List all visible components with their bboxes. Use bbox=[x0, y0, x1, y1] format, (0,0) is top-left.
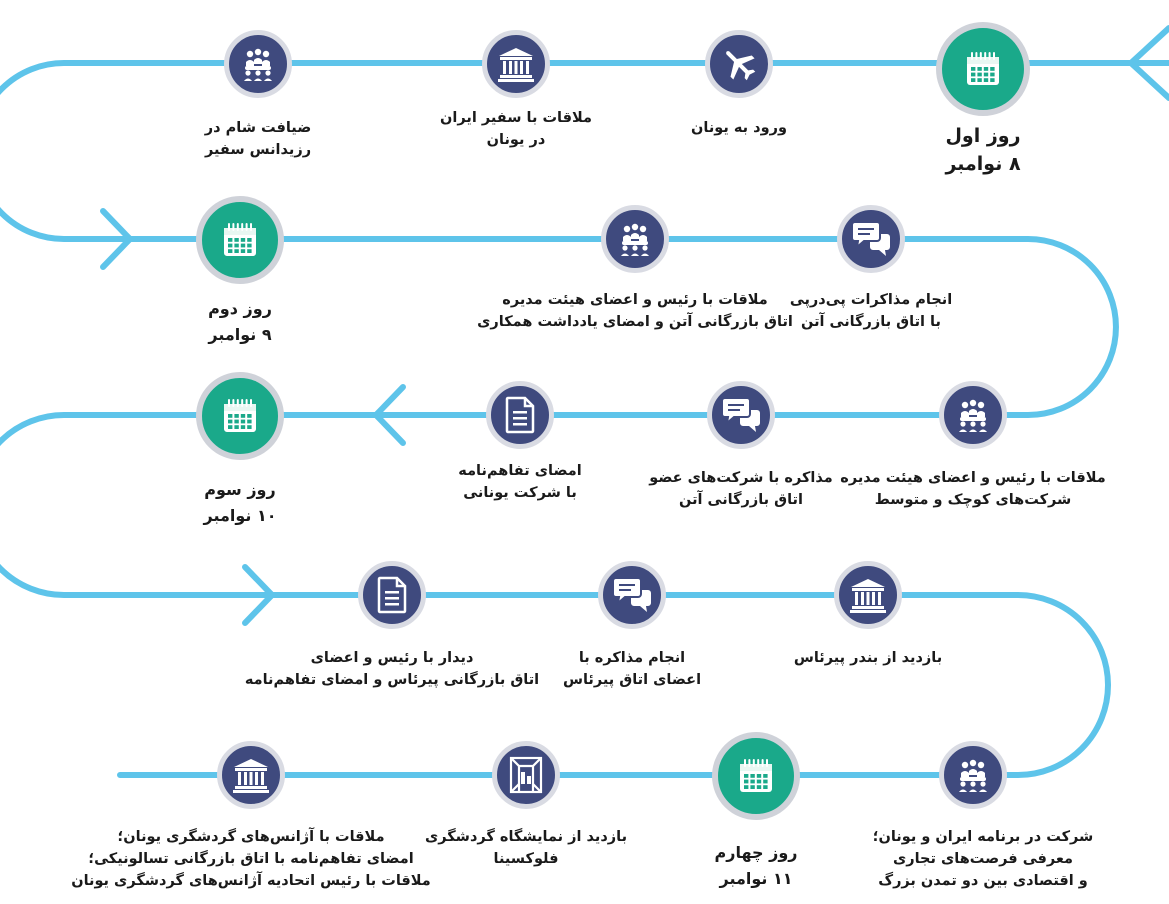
people-icon bbox=[953, 397, 993, 433]
event-13-label: بازدید از نمایشگاه گردشگری فلوکسینا bbox=[406, 826, 646, 870]
event-text-line: شرکت‌های کوچک و متوسط bbox=[874, 492, 1072, 508]
day-3-node bbox=[196, 372, 284, 460]
event-text-line: در یونان bbox=[486, 132, 546, 148]
people-icon bbox=[238, 46, 278, 82]
event-3-node bbox=[224, 30, 292, 98]
event-text-line: دیدار با رئیس و اعضای bbox=[310, 650, 474, 666]
building-icon bbox=[849, 577, 887, 613]
day-title: روز دوم bbox=[208, 299, 272, 318]
event-2-label: ملاقات با سفیر ایران در یونان bbox=[416, 107, 616, 151]
direction-arrow-row-3 bbox=[373, 384, 406, 446]
event-text-line: شرکت در برنامه ایران و یونان؛ bbox=[872, 829, 1094, 845]
event-text-line: اتاق بازرگانی آتن و امضای یادداشت همکاری bbox=[477, 314, 793, 330]
event-14-node bbox=[217, 741, 285, 809]
people-icon bbox=[953, 757, 993, 793]
event-text-line: ورود به یونان bbox=[691, 120, 787, 136]
event-text-line: اتاق بازرگانی آتن bbox=[679, 492, 803, 508]
calendar-icon bbox=[736, 757, 776, 795]
event-text-line: ملاقات با سفیر ایران bbox=[440, 110, 592, 126]
event-10-node bbox=[598, 561, 666, 629]
calendar-icon bbox=[220, 221, 260, 259]
calendar-icon bbox=[963, 50, 1003, 88]
day-date: ۱۱ نوامبر bbox=[719, 869, 793, 888]
event-10-label: انجام مذاکره با اعضای اتاق پیرئاس bbox=[542, 647, 722, 691]
event-text-line: بازدید از بندر پیرئاس bbox=[793, 650, 943, 666]
event-2-node bbox=[482, 30, 550, 98]
event-8-node bbox=[486, 381, 554, 449]
event-text-line: ملاقات با آژانس‌های گردشگری یونان؛ bbox=[117, 829, 385, 845]
day-1-label: روز اول ۸ نوامبر bbox=[903, 122, 1063, 178]
event-9-label: بازدید از بندر پیرئاس bbox=[778, 647, 958, 669]
day-date: ۱۰ نوامبر bbox=[203, 506, 277, 525]
day-title: روز اول bbox=[945, 125, 1021, 147]
event-11-node bbox=[358, 561, 426, 629]
event-11-label: دیدار با رئیس و اعضای اتاق بازرگانی پیرئ… bbox=[232, 647, 552, 691]
event-text-line: امضای تفاهم‌نامه bbox=[458, 463, 582, 479]
speech-bubble-icon bbox=[851, 220, 891, 258]
day-title: روز سوم bbox=[204, 480, 276, 499]
event-text-line: اتاق بازرگانی پیرئاس و امضای تفاهم‌نامه bbox=[244, 672, 540, 688]
event-text-line: ملاقات با رئیس اتحادیه آژانس‌های گردشگری… bbox=[71, 873, 431, 889]
exhibition-icon bbox=[508, 756, 544, 794]
building-icon bbox=[232, 757, 270, 793]
event-text-line: انجام مذاکرات پی‌درپی bbox=[789, 292, 953, 308]
event-12-label: شرکت در برنامه ایران و یونان؛ معرفی فرصت… bbox=[858, 826, 1108, 892]
event-text-line: رزیدانس سفیر bbox=[204, 142, 312, 158]
event-text-line: بازدید از نمایشگاه گردشگری bbox=[424, 829, 628, 845]
event-12-node bbox=[939, 741, 1007, 809]
day-3-label: روز سوم ۱۰ نوامبر bbox=[170, 477, 310, 529]
event-4-node bbox=[837, 205, 905, 273]
day-4-node bbox=[712, 732, 800, 820]
calendar-icon bbox=[220, 397, 260, 435]
event-9-node bbox=[834, 561, 902, 629]
event-6-node bbox=[939, 381, 1007, 449]
event-13-node bbox=[492, 741, 560, 809]
event-text-line: ملاقات با رئیس و اعضای هیئت مدیره bbox=[840, 470, 1106, 486]
event-text-line: مذاکره با شرکت‌های عضو bbox=[649, 470, 833, 486]
document-icon bbox=[376, 576, 408, 614]
event-text-line: با شرکت یونانی bbox=[463, 485, 577, 501]
event-text-line: ضیافت شام در bbox=[204, 120, 312, 136]
event-1-label: ورود به یونان bbox=[659, 117, 819, 139]
event-5-label: ملاقات با رئیس و اعضای هیئت مدیره اتاق ب… bbox=[445, 289, 825, 333]
speech-bubble-icon bbox=[612, 576, 652, 614]
event-text-line: معرفی فرصت‌های تجاری bbox=[892, 851, 1074, 867]
day-title: روز چهارم bbox=[714, 843, 798, 862]
event-1-node bbox=[705, 30, 773, 98]
start-arrow bbox=[1128, 25, 1169, 101]
day-2-label: روز دوم ۹ نوامبر bbox=[170, 296, 310, 348]
building-icon bbox=[497, 46, 535, 82]
event-5-node bbox=[601, 205, 669, 273]
airplane-icon bbox=[719, 44, 759, 84]
event-4-label: انجام مذاکرات پی‌درپی با اتاق بازرگانی آ… bbox=[771, 289, 971, 333]
day-1-node bbox=[936, 22, 1030, 116]
event-7-node bbox=[707, 381, 775, 449]
event-text-line: فلوکسینا bbox=[493, 851, 559, 867]
event-14-label: ملاقات با آژانس‌های گردشگری یونان؛ امضای… bbox=[61, 826, 441, 892]
event-text-line: با اتاق بازرگانی آتن bbox=[801, 314, 941, 330]
day-date: ۹ نوامبر bbox=[208, 325, 272, 344]
event-text-line: انجام مذاکره با bbox=[578, 650, 686, 666]
direction-arrow-row-4 bbox=[242, 564, 275, 626]
day-4-label: روز چهارم ۱۱ نوامبر bbox=[686, 840, 826, 892]
event-text-line: و اقتصادی بین دو تمدن بزرگ bbox=[878, 873, 1088, 889]
event-text-line: ملاقات با رئیس و اعضای هیئت مدیره bbox=[502, 292, 768, 308]
event-8-label: امضای تفاهم‌نامه با شرکت یونانی bbox=[440, 460, 600, 504]
event-6-label: ملاقات با رئیس و اعضای هیئت مدیره شرکت‌ه… bbox=[838, 467, 1108, 511]
event-7-label: مذاکره با شرکت‌های عضو اتاق بازرگانی آتن bbox=[626, 467, 856, 511]
event-text-line: امضای تفاهم‌نامه با اتاق بازرگانی تسالون… bbox=[88, 851, 414, 867]
day-date: ۸ نوامبر bbox=[945, 153, 1021, 175]
people-icon bbox=[615, 221, 655, 257]
speech-bubble-icon bbox=[721, 396, 761, 434]
event-text-line: اعضای اتاق پیرئاس bbox=[562, 672, 702, 688]
day-2-node bbox=[196, 196, 284, 284]
document-icon bbox=[504, 396, 536, 434]
event-3-label: ضیافت شام در رزیدانس سفیر bbox=[168, 117, 348, 161]
direction-arrow-row-2 bbox=[100, 208, 133, 270]
